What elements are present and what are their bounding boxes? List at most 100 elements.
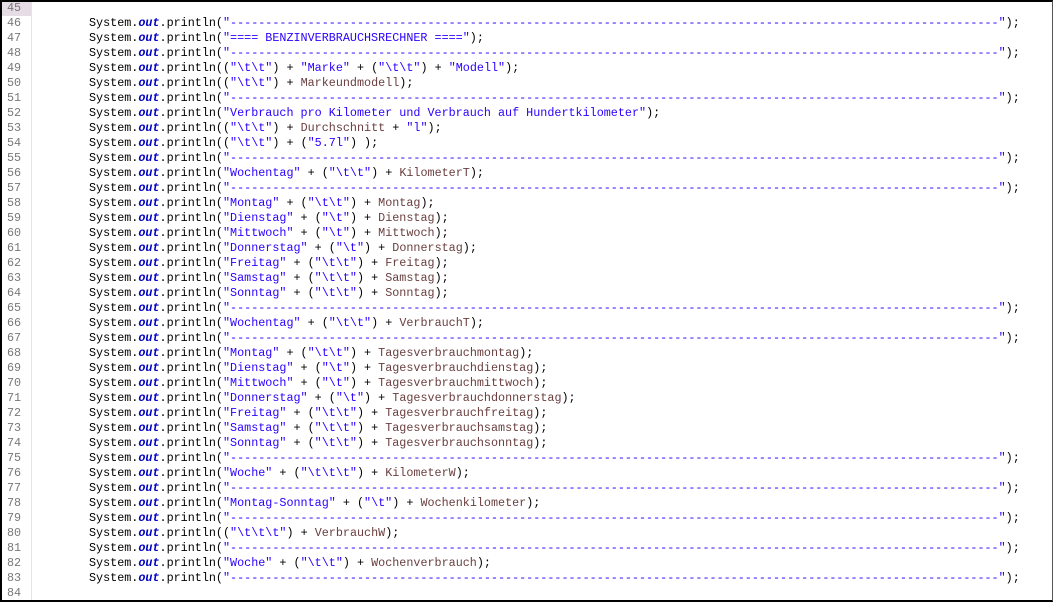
string-literal: "Freitag" bbox=[222, 256, 287, 270]
code-field: out bbox=[138, 136, 160, 150]
code-punctuation: ); bbox=[519, 346, 534, 360]
code-punctuation: ); bbox=[561, 391, 576, 405]
variable: Tagesverbrauchfreitag bbox=[385, 406, 534, 420]
code-punctuation: ) + bbox=[349, 376, 379, 390]
code-object: System. bbox=[89, 121, 139, 135]
code-punctuation: ); bbox=[434, 226, 449, 240]
code-text: System.out.println("Samstag" + ("\t\t") … bbox=[89, 271, 449, 286]
code-method: .println( bbox=[159, 121, 223, 135]
line-number: 47 bbox=[7, 31, 22, 45]
code-field: out bbox=[138, 271, 160, 285]
string-literal: "\t\t" bbox=[314, 271, 357, 285]
variable: Donnerstag bbox=[392, 241, 463, 255]
code-field: out bbox=[138, 91, 160, 105]
code-punctuation: + ( bbox=[286, 436, 315, 450]
code-field: out bbox=[138, 406, 160, 420]
string-literal: "---------------------------------------… bbox=[222, 16, 1006, 30]
code-text: System.out.println("--------------------… bbox=[89, 16, 1020, 31]
line-number: 79 bbox=[7, 511, 22, 525]
line-number: 53 bbox=[7, 121, 22, 135]
string-literal: "\t\t" bbox=[230, 121, 273, 135]
code-field: out bbox=[138, 571, 160, 585]
code-punctuation: + bbox=[385, 121, 407, 135]
code-method: .println( bbox=[159, 91, 223, 105]
string-literal: "Wochentag" bbox=[222, 166, 301, 180]
code-object: System. bbox=[89, 31, 139, 45]
code-text: System.out.println("Wochentag" + ("\t\t"… bbox=[89, 166, 484, 181]
code-field: out bbox=[138, 421, 160, 435]
code-punctuation: ( bbox=[222, 121, 231, 135]
code-object: System. bbox=[89, 241, 139, 255]
code-object: System. bbox=[89, 151, 139, 165]
line-number: 69 bbox=[7, 361, 22, 375]
string-literal: "Samstag" bbox=[222, 271, 287, 285]
code-punctuation: ( bbox=[222, 136, 231, 150]
code-object: System. bbox=[89, 361, 139, 375]
code-method: .println( bbox=[159, 271, 223, 285]
line-number: 51 bbox=[7, 91, 22, 105]
code-punctuation: ) + ( bbox=[272, 136, 308, 150]
code-text: System.out.println(("\t\t") + Durchschni… bbox=[89, 121, 442, 136]
code-field: out bbox=[138, 256, 160, 270]
string-literal: "\t" bbox=[321, 211, 350, 225]
code-object: System. bbox=[89, 526, 139, 540]
string-literal: "Dienstag" bbox=[222, 361, 294, 375]
code-field: out bbox=[138, 196, 160, 210]
variable: VerbrauchW bbox=[314, 526, 386, 540]
code-line[interactable]: 53 System.out.println(("\t\t") + Durchsch… bbox=[2, 121, 1052, 136]
variable: Tagesverbrauchmittwoch bbox=[378, 376, 534, 390]
code-field: out bbox=[138, 466, 160, 480]
code-object: System. bbox=[89, 271, 139, 285]
code-text: System.out.println("Dienstag" + ("\t") +… bbox=[89, 211, 449, 226]
code-punctuation: + ( bbox=[293, 361, 322, 375]
code-text: System.out.println("Sonntag" + ("\t\t") … bbox=[89, 286, 449, 301]
code-punctuation: ); bbox=[434, 256, 449, 270]
code-object: System. bbox=[89, 316, 139, 330]
code-punctuation: ); bbox=[469, 166, 484, 180]
string-literal: "\t\t" bbox=[307, 346, 350, 360]
code-line[interactable]: 84 bbox=[2, 586, 1052, 600]
code-method: .println( bbox=[159, 361, 223, 375]
code-punctuation: ); bbox=[434, 271, 449, 285]
code-line[interactable]: 45 bbox=[2, 2, 1052, 16]
